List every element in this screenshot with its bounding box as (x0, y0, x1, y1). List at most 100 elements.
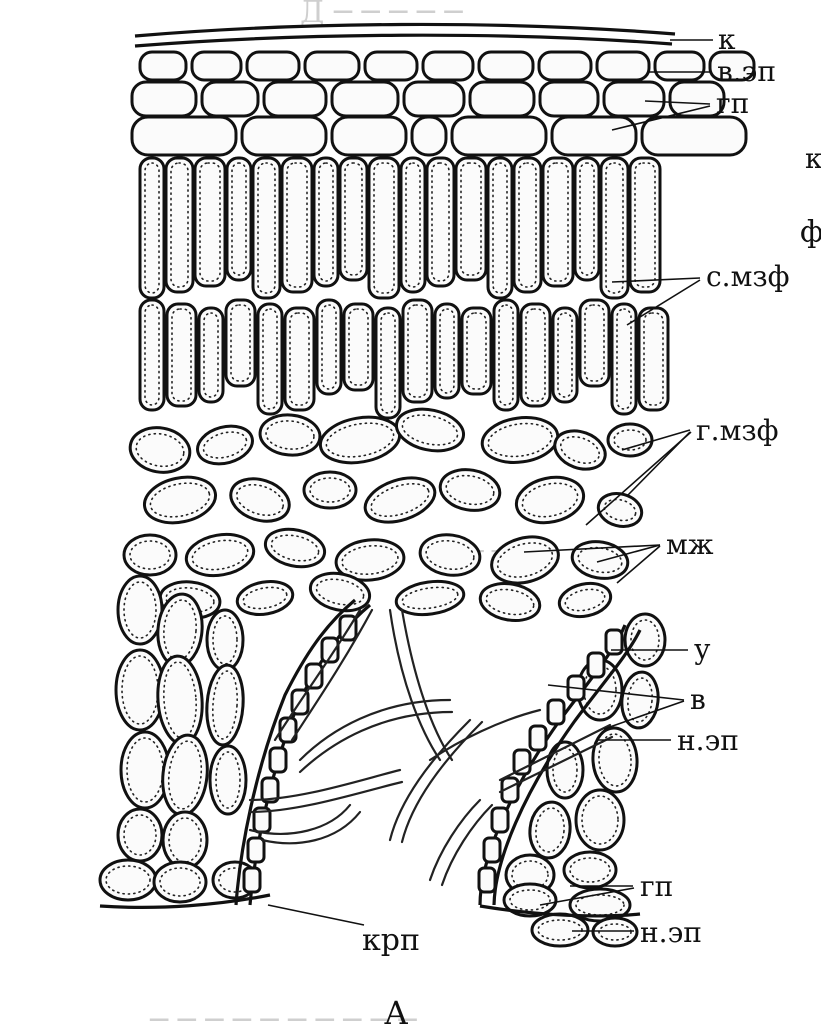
palisade-cell (401, 158, 425, 292)
spongy-cell (317, 411, 403, 468)
crypt-epidermis-cell (530, 726, 546, 750)
palisade-cell (553, 308, 577, 402)
palisade-cell (514, 158, 541, 292)
upper-epidermis-cell (192, 52, 241, 80)
lower-tissue-cell (591, 727, 639, 794)
spongy-cell (193, 420, 256, 469)
crypt-epidermis-cell (306, 664, 322, 688)
palisade-cell (612, 304, 636, 414)
label-cuticle: к (718, 23, 736, 56)
hypodermis-row-2 (132, 117, 746, 155)
lower-tissue-cell (159, 733, 211, 817)
upper-epidermis-cell (423, 52, 473, 80)
palisade-cell (140, 300, 164, 410)
hypodermis-cell (604, 82, 664, 116)
hypodermis-cell (540, 82, 598, 116)
spongy-cell (183, 529, 257, 580)
hypodermis-cell (202, 82, 258, 116)
lower-tissue-cell (532, 914, 588, 946)
lower-tissue-cell (576, 790, 624, 850)
upper-epidermis (140, 52, 754, 80)
upper-epidermis-cell (655, 52, 704, 80)
lower-tissue-cell (204, 664, 245, 746)
spongy-cell (556, 579, 614, 621)
label-spongy-mesophyll: г.мзф (696, 414, 779, 447)
crypt-epidermis-cell (244, 868, 260, 892)
palisade-cell (166, 158, 193, 292)
label-stoma: у (694, 633, 711, 666)
crypt-epidermis-cell (270, 748, 286, 772)
panel-letter: А (384, 994, 408, 1032)
palisade-cell (427, 158, 454, 286)
palisade-mesophyll-upper-row (140, 158, 660, 298)
palisade-cell (253, 158, 280, 298)
crypt-epidermis-cell (514, 750, 530, 774)
hypodermis-cell (404, 82, 464, 116)
label-lower-epidermis-middle: н.эп (677, 724, 739, 757)
hypodermis-cell (332, 82, 398, 116)
label-intercellular-spaces: мж (666, 528, 714, 561)
crypt-epidermis-cell (479, 868, 495, 892)
palisade-cell (494, 300, 518, 410)
left-lower-tissue (100, 576, 257, 902)
hypodermis-cell (470, 82, 534, 116)
upper-epidermis-cell (365, 52, 417, 80)
label-palisade-mesophyll: с.мзф (706, 260, 790, 293)
label-hypodermis-top: гп (716, 87, 749, 120)
upper-epidermis-cell (140, 52, 186, 80)
spongy-cell (549, 424, 610, 476)
edge-fragment-1: к (805, 142, 821, 175)
spongy-cell (225, 472, 294, 529)
crypt-epidermis-cell (588, 653, 604, 677)
hypodermis-cell (452, 117, 546, 155)
palisade-mesophyll-lower-row (140, 300, 668, 418)
palisade-cell (317, 300, 341, 394)
crypt-epidermis-cell (484, 838, 500, 862)
label-hairs: в (690, 683, 706, 716)
palisade-cell (601, 158, 628, 298)
spongy-cell (262, 524, 328, 572)
palisade-cell (199, 308, 223, 402)
upper-epidermis-cell (305, 52, 359, 80)
crypt-epidermis-cell (248, 838, 264, 862)
cuticle-inner (135, 35, 672, 46)
hypodermis-cell (132, 117, 236, 155)
lower-tissue-cell (121, 732, 169, 808)
spongy-cell (360, 470, 441, 530)
palisade-cell (314, 158, 338, 286)
palisade-cell (340, 158, 367, 280)
lower-tissue-cell (527, 800, 573, 860)
palisade-cell (376, 308, 400, 418)
hypodermis-cell (242, 117, 326, 155)
upper-epidermis-cell (247, 52, 299, 80)
hypodermis-cell (412, 117, 446, 155)
label-crypt: крп (362, 923, 420, 958)
crypt-epidermis-cell (492, 808, 508, 832)
hypodermis-cell (132, 82, 196, 116)
hypodermis-cell (642, 117, 746, 155)
label-hypodermis-bottom: гп (640, 870, 673, 903)
label-upper-epidermis: в.эп (717, 55, 776, 88)
edge-fragment-2: ф (800, 215, 821, 250)
hypodermis-cell (552, 117, 636, 155)
palisade-cell (140, 158, 164, 298)
crypt-epidermis-cell (548, 700, 564, 724)
svg-text:─ ─ ─ ─ ─ ─ ─ ─ ─ ─: ─ ─ ─ ─ ─ ─ ─ ─ ─ ─ (149, 1003, 417, 1036)
upper-epidermis-cell (597, 52, 649, 80)
palisade-cell (435, 304, 459, 398)
lower-tissue-cell (155, 655, 205, 746)
hypodermis-row-1 (132, 82, 724, 116)
hypodermis-cell (332, 117, 406, 155)
upper-epidermis-cell (479, 52, 533, 80)
palisade-cell (488, 158, 512, 298)
spongy-cell (258, 412, 321, 457)
label-lower-epidermis-bottom: н.эп (640, 916, 702, 949)
spongy-mesophyll (124, 403, 652, 625)
spongy-cell (437, 465, 503, 515)
palisade-cell (227, 158, 251, 280)
spongy-cell (479, 413, 560, 467)
palisade-cell (258, 304, 282, 414)
hypodermis-cell (264, 82, 326, 116)
